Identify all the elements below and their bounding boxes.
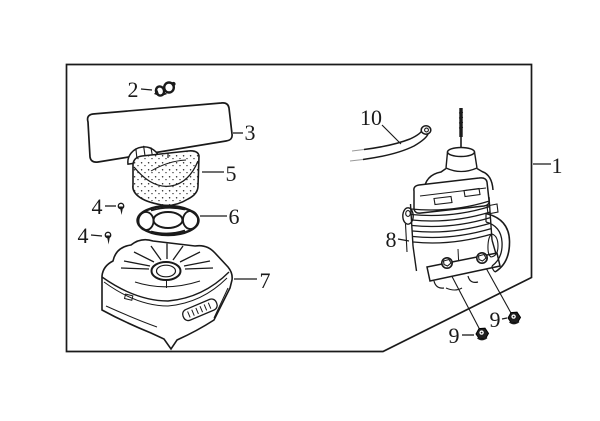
callout-4b: 4 bbox=[78, 223, 89, 248]
base-fins bbox=[120, 244, 214, 270]
case-ribs bbox=[410, 200, 493, 244]
callout-9b: 9 bbox=[490, 307, 501, 332]
air-cleaner-case-part bbox=[402, 108, 511, 291]
case-rod bbox=[458, 108, 464, 152]
callout-1: 1 bbox=[552, 153, 563, 178]
screw-part-b bbox=[104, 231, 112, 245]
element-grid-part bbox=[136, 204, 200, 237]
callout-2: 2 bbox=[128, 77, 139, 102]
nut-part-b bbox=[507, 311, 522, 325]
callout-3: 3 bbox=[245, 120, 256, 145]
callout-9a: 9 bbox=[449, 323, 460, 348]
tube-part bbox=[349, 125, 432, 162]
case-bolt-a bbox=[440, 256, 453, 269]
callout-8: 8 bbox=[386, 227, 397, 252]
callout-10: 10 bbox=[360, 105, 382, 130]
air-cleaner-base-part bbox=[101, 238, 233, 351]
nut-part-a bbox=[475, 327, 490, 341]
callout-leader-lines bbox=[90, 88, 551, 336]
foam-element-part bbox=[132, 150, 200, 207]
case-bolt-b bbox=[475, 252, 488, 265]
base-label-ribbon bbox=[181, 298, 218, 322]
callout-5: 5 bbox=[226, 161, 237, 186]
callout-6: 6 bbox=[229, 204, 240, 229]
callout-7: 7 bbox=[260, 268, 271, 293]
case-bracket bbox=[485, 203, 511, 273]
frame-border bbox=[65, 63, 533, 353]
screw-part-a bbox=[117, 202, 125, 215]
callout-4a: 4 bbox=[92, 194, 103, 219]
clamp-part bbox=[154, 81, 176, 97]
